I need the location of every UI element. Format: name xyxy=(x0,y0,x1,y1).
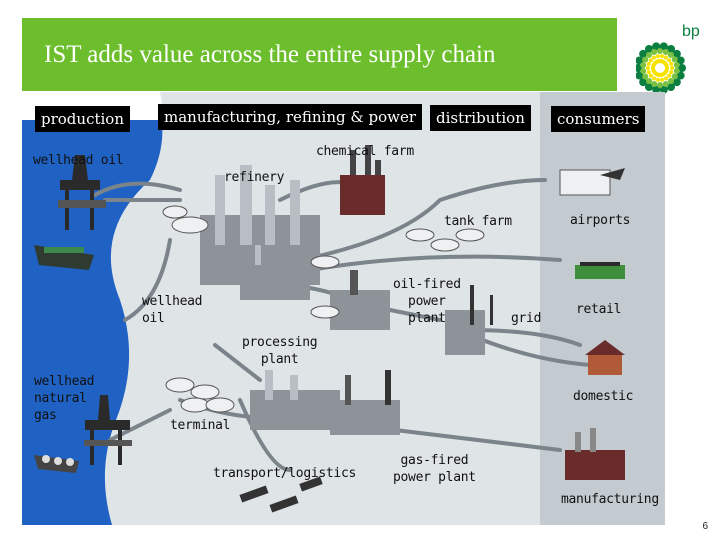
domestic-icon xyxy=(585,340,625,375)
chemical-farm-icon xyxy=(340,145,385,215)
retail-icon xyxy=(575,262,625,279)
bp-helios-icon xyxy=(636,42,686,94)
label-wellhead-oil-mid: wellhead oil xyxy=(142,294,203,326)
gas-fired-plant-icon xyxy=(330,370,400,435)
label-manufacturing: manufacturing xyxy=(561,492,659,507)
title-bar: IST adds value across the entire supply … xyxy=(22,18,617,91)
oil-rig-top xyxy=(58,155,106,230)
label-gas-fired-plant: gas-fired power plant xyxy=(393,453,476,485)
label-transport: transport/logistics xyxy=(213,466,357,481)
bp-logo: bp xyxy=(636,23,700,94)
header-distribution: distribution xyxy=(430,105,531,131)
label-oil-fired-plant: oil-fired power plant xyxy=(393,277,461,326)
grid-icon xyxy=(445,285,493,355)
label-wellhead-gas: wellhead natural gas xyxy=(34,374,95,423)
label-retail: retail xyxy=(576,302,622,317)
label-tank-farm: tank farm xyxy=(444,214,512,229)
transport-icon xyxy=(239,476,323,513)
processing-block-icon xyxy=(250,370,340,430)
label-refinery: refinery xyxy=(224,170,285,185)
bp-logo-text: bp xyxy=(682,23,700,40)
tanker-ship xyxy=(34,245,94,270)
gas-rig xyxy=(84,395,132,465)
label-domestic: domestic xyxy=(573,389,634,404)
label-processing-plant: processing plant xyxy=(242,335,318,367)
header-consumers: consumers xyxy=(551,106,646,132)
page-number: 6 xyxy=(702,521,708,532)
label-grid: grid xyxy=(511,311,542,326)
header-production: production xyxy=(35,106,130,132)
label-chemical-farm: chemical farm xyxy=(316,144,414,159)
processing-plant-icon xyxy=(240,245,340,300)
manufacturing-icon xyxy=(565,428,625,480)
label-wellhead-oil-top: wellhead oil xyxy=(33,153,124,168)
label-terminal: terminal xyxy=(170,418,231,433)
tank-farm-icon xyxy=(405,228,485,252)
lng-ship xyxy=(34,455,79,473)
page-title: IST adds value across the entire supply … xyxy=(44,40,496,68)
sea-area xyxy=(22,120,163,525)
terminal-icon xyxy=(165,377,235,413)
airport-icon xyxy=(559,168,625,196)
oil-fired-plant-icon xyxy=(310,270,390,330)
header-manufacturing: manufacturing, refining & power xyxy=(158,104,423,130)
label-airports: airports xyxy=(570,213,631,228)
